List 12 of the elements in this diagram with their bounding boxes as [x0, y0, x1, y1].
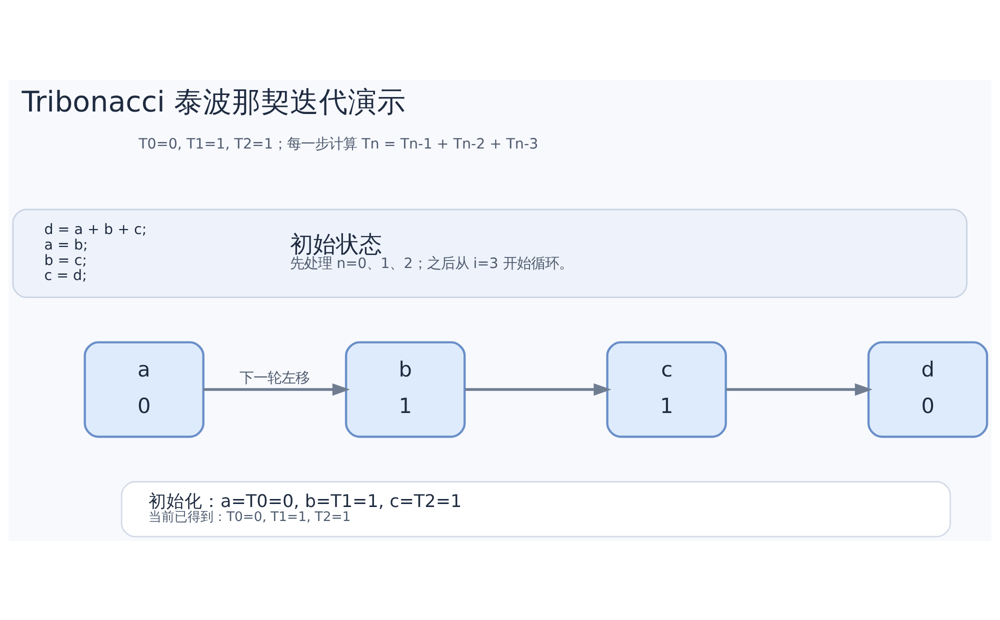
node-box: a 0	[84, 340, 204, 438]
label: T0=0, T1=1, T2=1；每一步计算 Tn = Tn-1 + Tn-2 + Tn-3	[138, 136, 538, 152]
node-box: d = a + b + c; a = b; b = c; c = d; 初始状态 先处理 n=0、1、2；之后从 i=3 开始循环。	[12, 208, 968, 298]
arrow	[203, 382, 350, 396]
node-box: b 1	[344, 340, 466, 438]
arrow	[726, 382, 873, 396]
node-box: d 0	[867, 340, 988, 438]
arrow	[465, 382, 612, 396]
diagram-title: Tribonacci 泰波那契迭代演示	[22, 85, 406, 118]
node-box: 初始化：a=T0=0, b=T1=1, c=T2=1 当前已得到：T0=0, T1=1, T2=1	[120, 480, 952, 537]
node-box: c 1	[606, 340, 727, 438]
edge-label: 下一轮左移	[240, 370, 310, 386]
